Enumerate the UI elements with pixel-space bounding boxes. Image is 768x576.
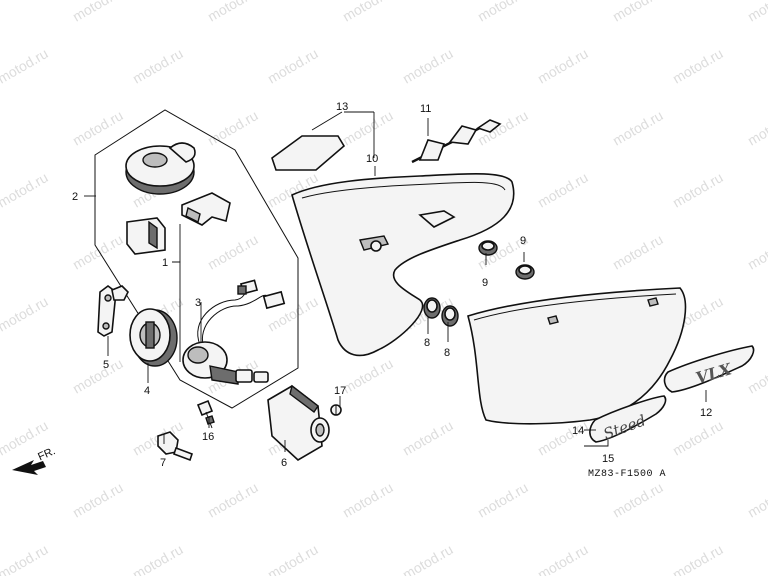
- watermark-text: motod.ru: [610, 0, 666, 25]
- watermark-text: motod.ru: [745, 231, 768, 272]
- callout-12: 12: [700, 407, 712, 419]
- fuel-cap-part: [125, 142, 196, 195]
- watermark-text: motod.ru: [535, 541, 591, 576]
- watermark-text: motod.ru: [745, 0, 768, 25]
- callout-15: 15: [602, 453, 614, 465]
- callout-labels: 1 2 3 4 5 6 7 8 8 9 9 10 11 12 13 14 15 …: [72, 101, 712, 469]
- watermark-text: motod.ru: [340, 355, 396, 396]
- screw-part: [196, 399, 215, 429]
- diagram-code: MZ83-F1500 A: [588, 469, 666, 480]
- watermark-text: motod.ru: [400, 541, 456, 576]
- watermark-text: motod.ru: [0, 45, 51, 86]
- callout-17: 17: [334, 385, 346, 397]
- watermark-text: motod.ru: [0, 541, 51, 576]
- watermark-text: motod.ru: [205, 107, 261, 148]
- watermark-text: motod.ru: [0, 293, 51, 334]
- callout-1: 1: [162, 257, 168, 269]
- callout-14: 14: [572, 425, 584, 437]
- watermark-text: motod.ru: [670, 417, 726, 458]
- callout-16: 16: [202, 431, 214, 443]
- callout-13: 13: [336, 101, 348, 113]
- callout-8b: 8: [444, 347, 450, 359]
- watermark-text: motod.ru: [400, 417, 456, 458]
- watermark-text: motod.ru: [400, 45, 456, 86]
- watermark-text: motod.ru: [70, 0, 126, 25]
- callout-3: 3: [195, 297, 201, 309]
- vlx-emblem-part: VLX: [663, 345, 755, 393]
- watermark-text: motod.ru: [70, 107, 126, 148]
- front-direction-arrow: FR.: [12, 445, 57, 475]
- callout-7: 7: [160, 457, 166, 469]
- callout-2: 2: [72, 191, 78, 203]
- leader-lines: [84, 111, 707, 452]
- watermark-text: motod.ru: [610, 479, 666, 520]
- cover-plate-part: [271, 135, 346, 171]
- watermark-text: motod.ru: [670, 541, 726, 576]
- grommet-parts: [423, 240, 535, 327]
- right-side-cover-part: [467, 287, 687, 425]
- ignition-key-part: [157, 431, 194, 462]
- watermark-text: motod.ru: [745, 479, 768, 520]
- watermark-text: motod.ru: [670, 169, 726, 210]
- watermark-text: motod.ru: [265, 541, 321, 576]
- direction-label: FR.: [36, 445, 57, 463]
- watermark-text: motod.ru: [535, 169, 591, 210]
- watermark-text: motod.ru: [130, 45, 186, 86]
- rubber-block-part: [126, 217, 166, 255]
- watermark-text: motod.ru: [610, 107, 666, 148]
- bracket-part: [181, 192, 231, 226]
- watermark-text: motod.ru: [0, 169, 51, 210]
- watermark-text: motod.ru: [265, 45, 321, 86]
- watermark-text: motod.ru: [130, 541, 186, 576]
- watermark-text: motod.ru: [70, 355, 126, 396]
- watermark-text: motod.ru: [340, 107, 396, 148]
- ignition-switch-harness-part: [182, 279, 286, 385]
- watermark-text: motod.ru: [475, 479, 531, 520]
- watermark-text: motod.ru: [205, 231, 261, 272]
- watermark-text: motod.ru: [70, 479, 126, 520]
- wire-clip-part: [411, 119, 502, 164]
- watermark-text: motod.ru: [610, 231, 666, 272]
- left-side-cover-part: [291, 172, 515, 357]
- watermark-text: motod.ru: [745, 107, 768, 148]
- lock-cylinder-part: [129, 308, 178, 367]
- stay-bolt-part: [97, 285, 129, 337]
- small-screw-part: [330, 404, 342, 416]
- callout-9b: 9: [520, 235, 526, 247]
- watermark-text: motod.ru: [475, 0, 531, 25]
- watermark-text: motod.ru: [340, 479, 396, 520]
- watermark-text: motod.ru: [205, 479, 261, 520]
- watermark-text: motod.ru: [535, 45, 591, 86]
- watermark-text: motod.ru: [670, 45, 726, 86]
- watermark-text: motod.ru: [205, 0, 261, 25]
- callout-8a: 8: [424, 337, 430, 349]
- watermark-text: motod.ru: [340, 0, 396, 25]
- callout-5: 5: [103, 359, 109, 371]
- callout-4: 4: [144, 385, 150, 397]
- switch-cover-part: [267, 384, 330, 461]
- callout-10: 10: [366, 153, 378, 165]
- callout-11: 11: [420, 103, 431, 115]
- callout-6: 6: [281, 457, 287, 469]
- callout-9a: 9: [482, 277, 488, 289]
- watermark-text: motod.ru: [70, 231, 126, 272]
